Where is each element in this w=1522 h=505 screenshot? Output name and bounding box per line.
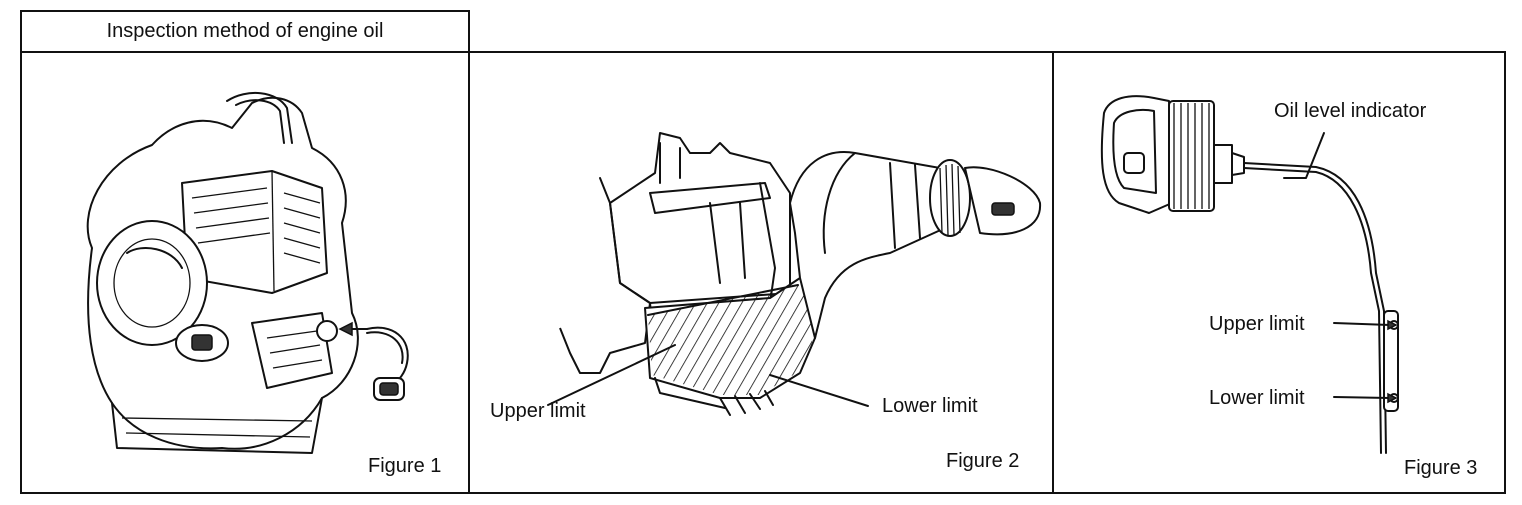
figure-3-indicator-label: Oil level indicator bbox=[1274, 100, 1427, 122]
title-box: Inspection method of engine oil bbox=[20, 10, 470, 53]
page-title: Inspection method of engine oil bbox=[106, 20, 384, 42]
figure-1-caption: Figure 1 bbox=[368, 455, 442, 477]
engine-blower-drawing bbox=[86, 91, 409, 454]
oil-tank-cutaway-drawing bbox=[547, 132, 1042, 416]
figure-3-panel: Oil level indicator Upper limit Lower li… bbox=[1052, 51, 1506, 494]
figure-2-lower-label: Lower limit bbox=[882, 395, 978, 417]
figure-2-caption: Figure 2 bbox=[946, 450, 1020, 472]
figure-2-upper-label: Upper limit bbox=[490, 400, 586, 422]
figure-2-panel: Upper limit Lower limit Figure 2 bbox=[468, 51, 1054, 494]
figure-3-lower-label: Lower limit bbox=[1209, 387, 1305, 409]
figure-1-panel: Figure 1 bbox=[20, 51, 470, 494]
oil-cap-dipstick-drawing bbox=[1100, 95, 1399, 454]
figure-3-caption: Figure 3 bbox=[1404, 457, 1478, 479]
figure-3-upper-label: Upper limit bbox=[1209, 313, 1305, 335]
